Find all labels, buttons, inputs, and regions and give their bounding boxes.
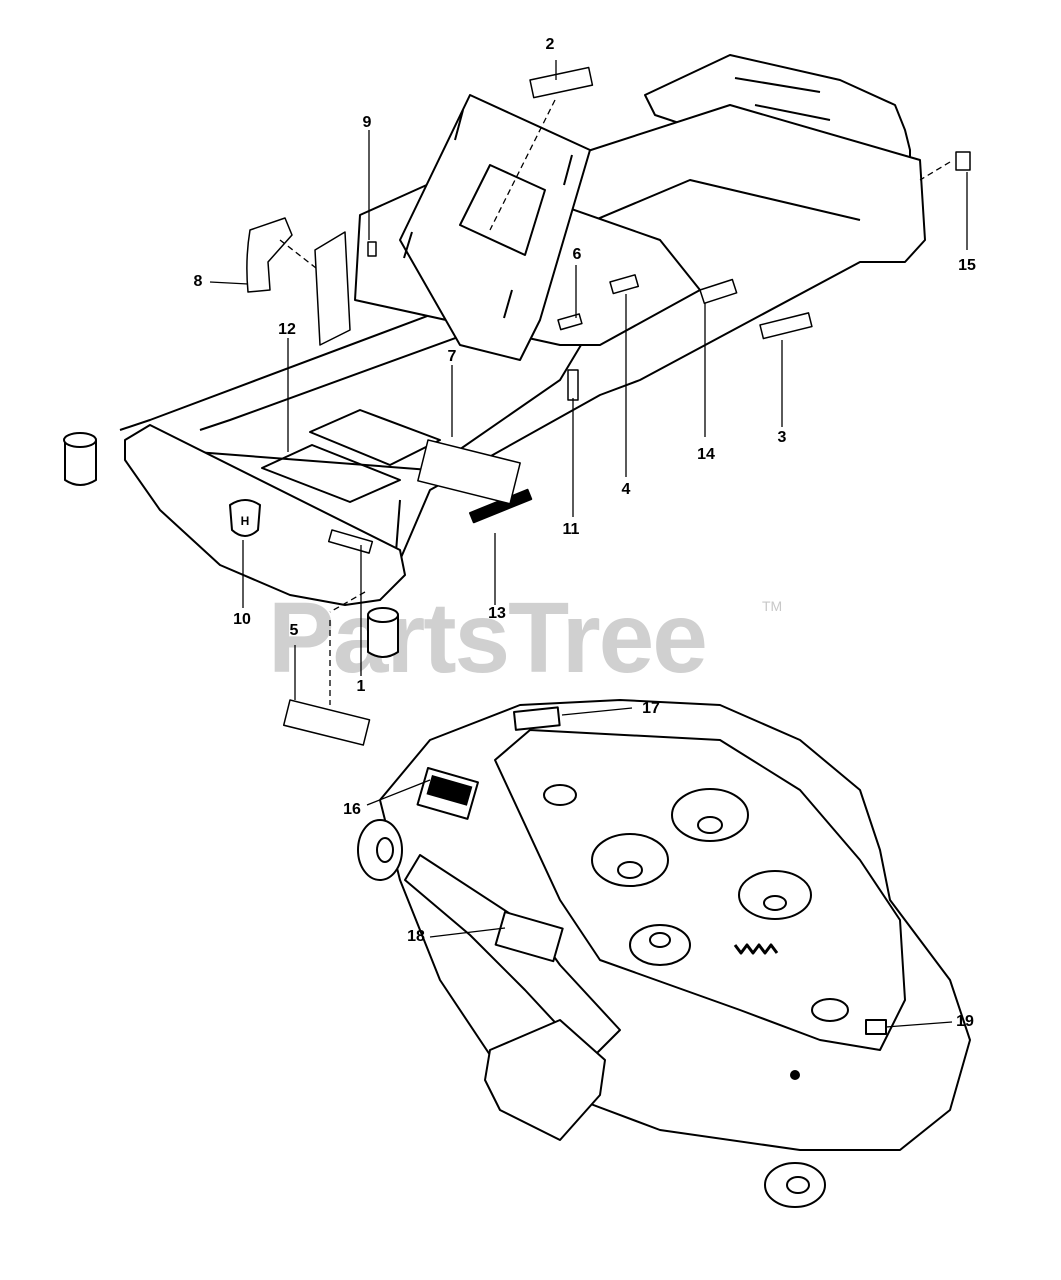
callout-14: 14 xyxy=(697,446,715,463)
callout-12: 12 xyxy=(278,321,296,338)
decal-14 xyxy=(699,278,738,305)
husqvarna-logo xyxy=(229,499,261,537)
decal-3 xyxy=(759,312,813,340)
svg-text:H: H xyxy=(241,514,250,528)
decal-8 xyxy=(246,217,293,293)
leader-lines xyxy=(209,60,968,1028)
callout-6: 6 xyxy=(572,246,582,263)
spindle-pulley-2 xyxy=(671,788,749,842)
decal-15 xyxy=(955,151,971,171)
gauge-wheel-left-hub xyxy=(376,837,394,863)
footrest-pad-front xyxy=(261,444,401,503)
decal-16-text xyxy=(426,775,473,806)
footrest-pad-rear xyxy=(309,409,441,466)
decal-7 xyxy=(417,439,521,505)
left-caster-pivot-top xyxy=(63,432,97,448)
callout-11: 11 xyxy=(562,521,580,538)
idler-pulley xyxy=(629,924,691,966)
callout-18: 18 xyxy=(407,928,425,945)
discharge-deflector xyxy=(484,1019,606,1141)
rear-tank-slot-1 xyxy=(734,77,821,93)
rear-tank-slot-2 xyxy=(754,104,831,121)
decals xyxy=(246,66,971,746)
gauge-wheel-left xyxy=(357,819,403,881)
spindle-pulley-3-hub xyxy=(763,895,787,911)
callout-1: 1 xyxy=(356,678,366,695)
spindle-pulley-2-hub xyxy=(697,816,723,834)
tension-spring xyxy=(733,943,779,955)
seat-bracket xyxy=(399,94,591,361)
spindle-pulley-1-hub xyxy=(617,861,643,879)
callout-16: 16 xyxy=(343,801,361,818)
seat-bracket-window xyxy=(459,164,546,256)
callout-4: 4 xyxy=(621,481,631,498)
callout-8: 8 xyxy=(193,273,203,290)
right-caster-pivot xyxy=(367,615,399,658)
frame-assembly: H xyxy=(63,54,926,658)
front-bumper xyxy=(124,424,406,606)
gauge-wheel-right-hub xyxy=(786,1176,810,1194)
idler-pulley-hub xyxy=(649,932,671,948)
decal-4 xyxy=(609,274,640,295)
decal-2 xyxy=(529,66,594,99)
decal-5 xyxy=(282,699,371,746)
mower-deck xyxy=(357,699,971,1208)
callout-17: 17 xyxy=(642,700,660,717)
callout-3: 3 xyxy=(777,429,787,446)
left-caster-pivot xyxy=(64,440,97,486)
decal-17 xyxy=(513,706,561,731)
seat-bracket-slot-2 xyxy=(563,154,573,186)
callout-19: 19 xyxy=(956,1013,974,1030)
side-plate-8 xyxy=(314,231,351,346)
deck-bolt xyxy=(790,1070,800,1080)
right-caster-pivot-top xyxy=(367,607,399,623)
decal-9 xyxy=(367,241,377,257)
gauge-wheel-right xyxy=(764,1162,826,1208)
deck-top-plate xyxy=(494,729,906,1051)
bearing-cap-rear xyxy=(543,784,577,806)
callout-10: 10 xyxy=(233,611,251,628)
callout-13: 13 xyxy=(488,605,506,622)
decal-19 xyxy=(865,1019,887,1035)
seat-bracket-slot-3 xyxy=(403,231,413,259)
callout-2: 2 xyxy=(545,36,555,53)
seat-bracket-slot-1 xyxy=(454,109,464,141)
watermark-trademark: TM xyxy=(762,598,783,614)
spindle-pulley-1 xyxy=(591,833,669,887)
callout-15: 15 xyxy=(958,257,976,274)
callout-5: 5 xyxy=(289,622,299,639)
decal-11 xyxy=(567,369,579,401)
bearing-cap-front xyxy=(811,998,849,1022)
seat-bracket-slot-4 xyxy=(503,289,513,319)
callout-7: 7 xyxy=(447,348,457,365)
frame-inner-edge xyxy=(199,299,561,431)
callout-9: 9 xyxy=(362,114,372,131)
